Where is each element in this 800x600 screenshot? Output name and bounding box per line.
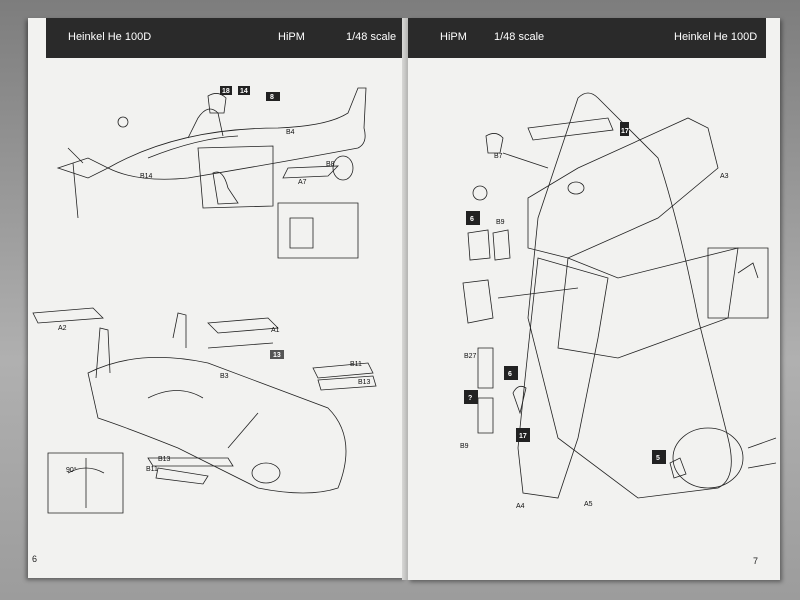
label-b11-bottom: B11 (146, 466, 158, 473)
label-b8: B8 (326, 161, 335, 168)
label-b9-bottom: B9 (460, 443, 469, 450)
label-b13-top: B13 (358, 379, 371, 386)
right-header-brand: HiPM (440, 31, 467, 43)
left-page: Heinkel He 100D HiPM 1/48 scale 18 1 (28, 18, 406, 578)
right-header-scale: 1/48 scale (494, 31, 545, 43)
bottom-callout-tags: A2 A1 13 B11 B13 B3 B13 B11 90° (58, 325, 371, 474)
callout-tag (504, 366, 518, 380)
callout-tag (266, 92, 280, 101)
right-page-header: HiPM 1/48 scale Heinkel He 100D (408, 18, 766, 58)
book-spine (402, 18, 412, 580)
callout-6-mid: 6 (508, 371, 512, 378)
callout-tag (238, 86, 250, 95)
right-page: HiPM 1/48 scale Heinkel He 100D (408, 18, 780, 580)
label-b4: B4 (286, 129, 295, 136)
label-b11-top: B11 (350, 361, 362, 368)
callout-tag (516, 428, 530, 442)
label-b7: B7 (494, 153, 503, 160)
label-a3: A3 (720, 173, 729, 180)
left-header-scale: 1/48 scale (346, 31, 397, 43)
callout-18: 18 (222, 88, 230, 95)
callout-tag (270, 350, 284, 359)
left-page-number: 6 (32, 554, 38, 564)
label-b3: B3 (220, 373, 229, 380)
callout-tag (620, 122, 629, 136)
cockpit-assembly-drawing (56, 87, 367, 259)
callout-6-top: 6 (470, 216, 474, 223)
callout-13: 13 (273, 352, 281, 359)
right-page-drawings: B7 17 A3 6 B9 B27 6 ? B9 17 5 A4 A5 (460, 92, 777, 510)
label-b14: B14 (140, 173, 153, 180)
top-callout-tags: 18 14 8 B4 B8 A7 B14 (140, 86, 335, 186)
right-page-number: 7 (752, 556, 758, 566)
label-angle: 90° (66, 466, 77, 474)
right-header-model: Heinkel He 100D (674, 31, 758, 43)
label-a5: A5 (584, 501, 593, 508)
callout-17-top: 17 (621, 128, 629, 135)
left-header-model: Heinkel He 100D (68, 31, 152, 43)
label-a7: A7 (298, 179, 307, 186)
left-header-brand: HiPM (278, 31, 305, 43)
fuselage-assembly-drawing (32, 307, 377, 514)
callout-5: 5 (656, 455, 660, 462)
label-a1: A1 (271, 327, 280, 334)
left-page-header: Heinkel He 100D HiPM 1/48 scale (46, 18, 406, 58)
callout-tag (464, 390, 478, 404)
label-b27: B27 (464, 353, 477, 360)
wing-assembly-drawing (462, 92, 777, 499)
label-a2: A2 (58, 325, 67, 332)
callout-question: ? (468, 395, 472, 402)
left-page-drawings: 18 14 8 B4 B8 A7 B14 (32, 86, 377, 514)
callout-tag (466, 211, 480, 225)
label-a4: A4 (516, 503, 525, 510)
right-callout-tags: B7 17 A3 6 B9 B27 6 ? B9 17 5 A4 A5 (460, 122, 729, 510)
callout-17-bottom: 17 (519, 433, 527, 440)
label-b9-top: B9 (496, 219, 505, 226)
callout-tag (652, 450, 666, 464)
callout-8: 8 (270, 94, 274, 101)
callout-tag (220, 86, 232, 95)
label-b13-bottom: B13 (158, 456, 171, 463)
callout-14: 14 (240, 88, 248, 95)
